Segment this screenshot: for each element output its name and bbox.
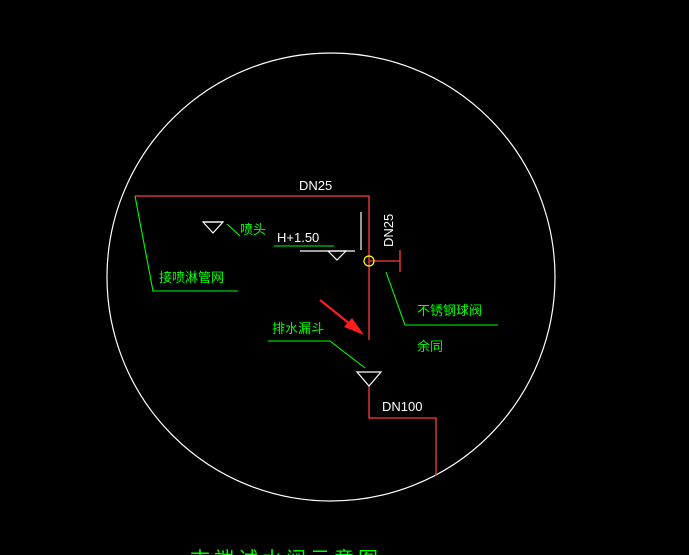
caption-partial: 末端试水阀示意图 — [190, 547, 382, 555]
label-sprinkler-network: 接喷淋管网 — [159, 270, 224, 286]
label-dn25-top: DN25 — [299, 178, 332, 193]
pipe-dn100-drain — [368, 386, 437, 476]
label-dn100: DN100 — [382, 399, 422, 414]
label-sprinkler-head: 喷头 — [240, 223, 266, 238]
drain-funnel-icon — [355, 371, 383, 387]
label-elevation: H+1.50 — [277, 230, 319, 245]
leader-lines — [134, 195, 498, 369]
label-floor-drain: 排水漏斗 — [272, 321, 324, 337]
pipe-dn25-top — [135, 195, 370, 340]
detail-circle — [106, 52, 556, 502]
label-dn25-vertical: DN25 — [381, 214, 396, 247]
elevation-marker-icon — [300, 250, 355, 261]
label-valve-note: 余同 — [417, 339, 443, 355]
label-valve: 不锈钢球阀 — [417, 304, 482, 319]
ball-valve-icon — [363, 255, 375, 267]
pointer-arrow-icon — [319, 299, 364, 335]
sprinkler-head-icon — [201, 221, 225, 234]
